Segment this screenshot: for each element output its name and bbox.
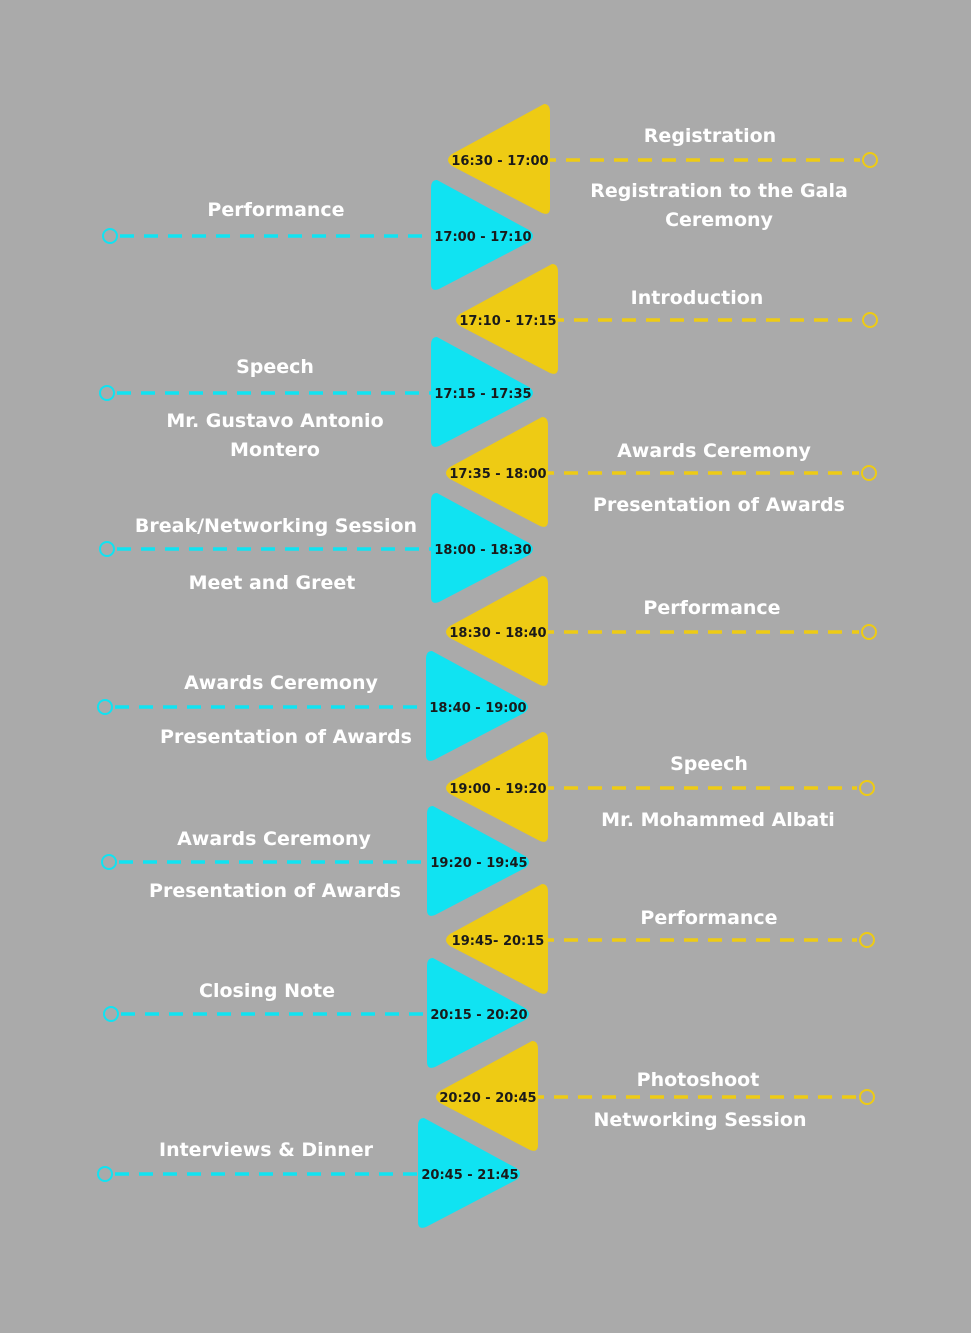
event-subtitle-6-1: Meet and Greet bbox=[189, 572, 356, 594]
time-triangle-9 bbox=[446, 732, 548, 842]
event-subtitle-10-1: Presentation of Awards bbox=[149, 880, 401, 902]
time-label-4: 17:15 - 17:35 bbox=[434, 387, 531, 402]
event-subtitle-4-2: Montero bbox=[230, 439, 320, 461]
endpoint-circle-4 bbox=[99, 385, 115, 401]
time-triangle-5 bbox=[446, 417, 548, 527]
time-triangle-11 bbox=[446, 884, 548, 994]
event-title-5: Awards Ceremony bbox=[617, 440, 811, 462]
time-triangle-6 bbox=[431, 493, 533, 603]
time-triangle-7 bbox=[446, 576, 548, 686]
endpoint-circle-6 bbox=[99, 541, 115, 557]
event-title-4: Speech bbox=[236, 356, 314, 378]
time-triangle-2 bbox=[431, 180, 533, 290]
event-title-10: Awards Ceremony bbox=[177, 828, 371, 850]
time-label-9: 19:00 - 19:20 bbox=[449, 782, 546, 797]
endpoint-circle-2 bbox=[102, 228, 118, 244]
event-title-8: Awards Ceremony bbox=[184, 672, 378, 694]
time-triangle-8 bbox=[426, 651, 528, 761]
time-label-6: 18:00 - 18:30 bbox=[434, 543, 531, 558]
time-triangle-1 bbox=[448, 104, 550, 214]
time-triangle-3 bbox=[456, 264, 558, 374]
time-triangle-12 bbox=[427, 958, 529, 1068]
event-subtitle-13-1: Networking Session bbox=[593, 1109, 806, 1131]
event-title-6: Break/Networking Session bbox=[135, 515, 417, 537]
time-triangle-14 bbox=[418, 1118, 520, 1228]
time-label-7: 18:30 - 18:40 bbox=[449, 626, 546, 641]
endpoint-circle-7 bbox=[861, 624, 877, 640]
event-title-1: Registration bbox=[644, 125, 776, 147]
time-label-3: 17:10 - 17:15 bbox=[459, 314, 556, 329]
time-label-5: 17:35 - 18:00 bbox=[449, 467, 546, 482]
endpoint-circle-5 bbox=[861, 465, 877, 481]
endpoint-circle-1 bbox=[862, 152, 878, 168]
time-label-13: 20:20 - 20:45 bbox=[439, 1091, 536, 1106]
time-label-2: 17:00 - 17:10 bbox=[434, 230, 531, 245]
endpoint-circle-9 bbox=[859, 780, 875, 796]
endpoint-circle-3 bbox=[862, 312, 878, 328]
event-subtitle-8-1: Presentation of Awards bbox=[160, 726, 412, 748]
event-title-13: Photoshoot bbox=[637, 1069, 760, 1091]
event-title-12: Closing Note bbox=[199, 980, 335, 1002]
time-label-8: 18:40 - 19:00 bbox=[429, 701, 526, 716]
time-label-10: 19:20 - 19:45 bbox=[430, 856, 527, 871]
endpoint-circle-14 bbox=[97, 1166, 113, 1182]
endpoint-circle-10 bbox=[101, 854, 117, 870]
event-title-14: Interviews & Dinner bbox=[159, 1139, 374, 1161]
time-label-1: 16:30 - 17:00 bbox=[451, 154, 548, 169]
event-title-7: Performance bbox=[643, 597, 780, 619]
time-label-14: 20:45 - 21:45 bbox=[421, 1168, 518, 1183]
event-title-11: Performance bbox=[640, 907, 777, 929]
event-subtitle-1-1: Registration to the Gala bbox=[590, 180, 848, 202]
event-subtitle-5-1: Presentation of Awards bbox=[593, 494, 845, 516]
time-triangle-4 bbox=[431, 337, 533, 447]
endpoint-circle-13 bbox=[859, 1089, 875, 1105]
event-subtitle-1-2: Ceremony bbox=[665, 209, 773, 231]
event-subtitle-9-1: Mr. Mohammed Albati bbox=[601, 809, 835, 831]
endpoint-circle-12 bbox=[103, 1006, 119, 1022]
event-title-9: Speech bbox=[670, 753, 748, 775]
time-triangle-13 bbox=[436, 1041, 538, 1151]
endpoint-circle-8 bbox=[97, 699, 113, 715]
event-subtitle-4-1: Mr. Gustavo Antonio bbox=[166, 410, 383, 432]
endpoint-circle-11 bbox=[859, 932, 875, 948]
time-label-11: 19:45- 20:15 bbox=[452, 934, 545, 949]
time-label-12: 20:15 - 20:20 bbox=[430, 1008, 527, 1023]
event-title-3: Introduction bbox=[631, 287, 764, 309]
time-triangle-10 bbox=[427, 806, 529, 916]
event-title-2: Performance bbox=[207, 199, 344, 221]
